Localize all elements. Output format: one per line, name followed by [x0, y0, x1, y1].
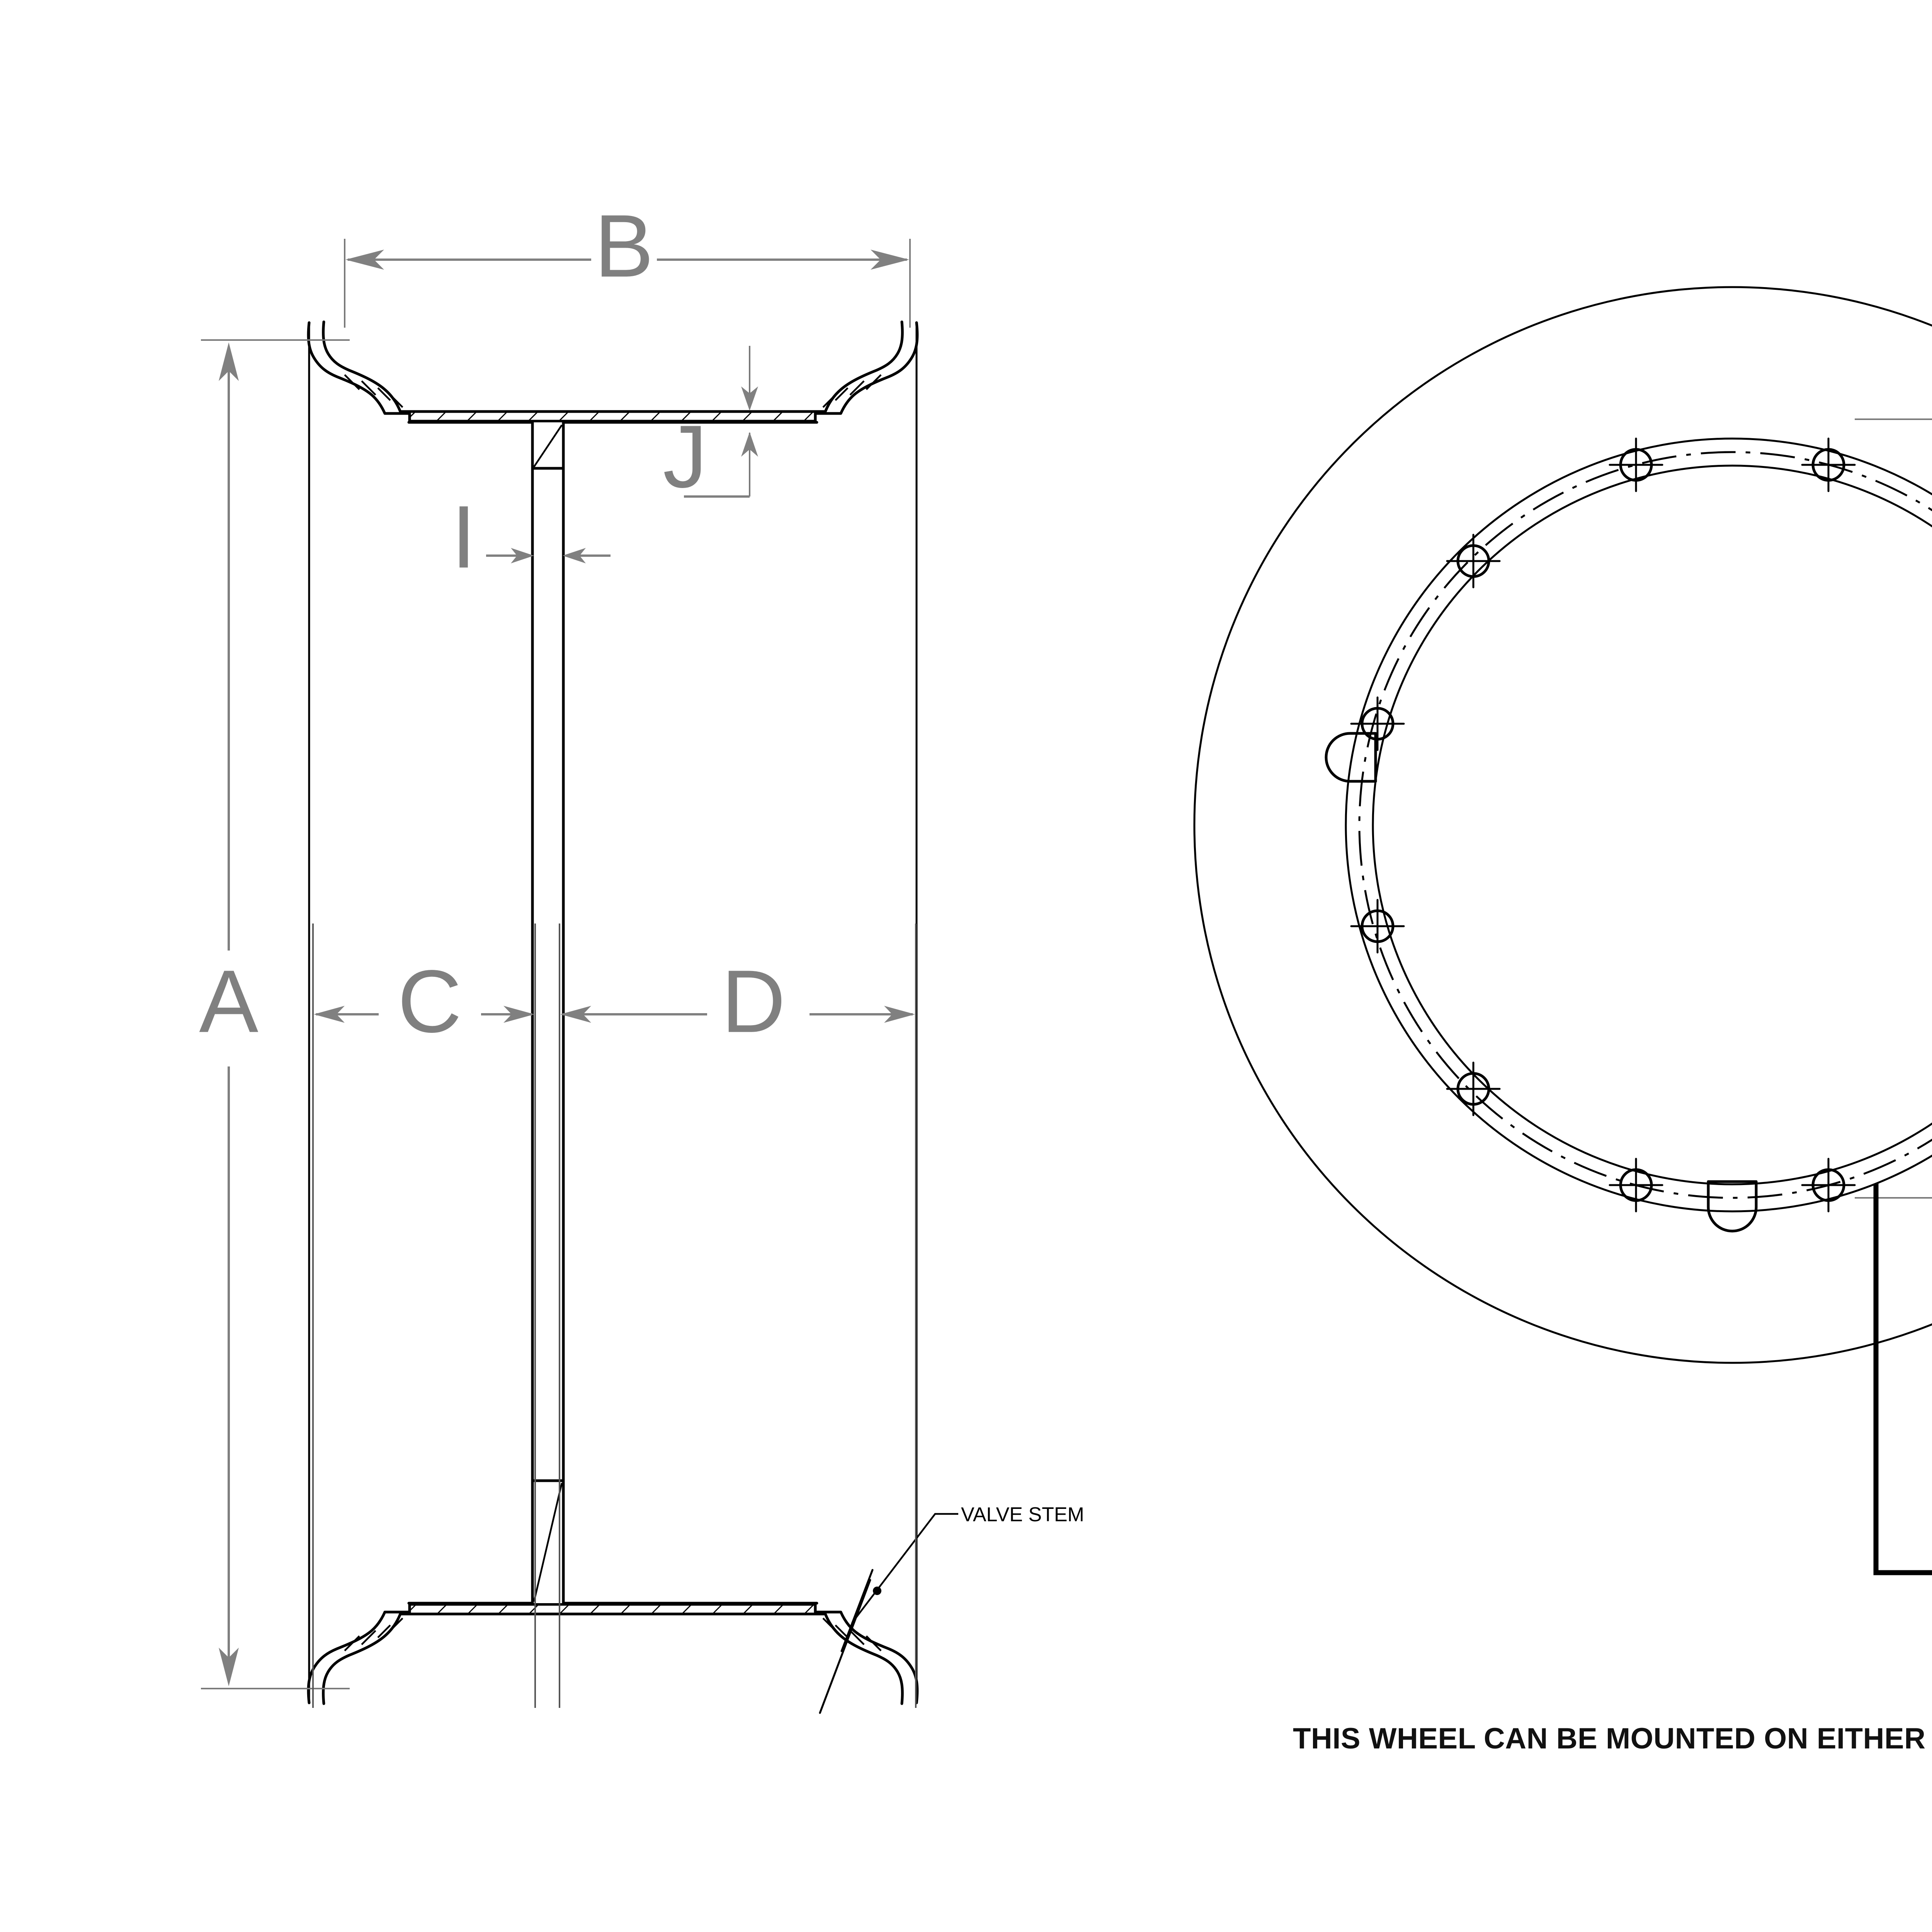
notch-bottom — [1707, 1180, 1758, 1233]
bottom-rim-flange — [307, 1602, 919, 1705]
arrow-d-left — [560, 1006, 591, 1023]
bolt-hole — [1609, 1158, 1663, 1213]
dimension-label-j: J — [663, 407, 707, 506]
dimension-label-b: B — [594, 196, 653, 296]
notch-left — [1325, 732, 1377, 783]
bolt-hole — [1350, 696, 1405, 751]
arrow-b-right — [871, 250, 909, 270]
face-view: E F THIS WHEEL CAN BE MOUNTED ON EITHER … — [1193, 286, 1932, 1755]
section-arrow-to-detail-g — [1873, 1184, 1932, 1575]
dimension-j: J — [663, 346, 758, 506]
dimension-d: D — [559, 923, 917, 1708]
dimension-a: A — [199, 339, 350, 1689]
bolt-hole — [1801, 1158, 1856, 1213]
bore-notches — [1325, 732, 1758, 1233]
bolt-circle — [1358, 451, 1932, 1199]
wheel-outer-circle — [1193, 286, 1932, 1364]
bolt-hole — [1801, 437, 1856, 492]
arrow-j-bottom — [741, 432, 758, 457]
arrow-i-left-in — [563, 548, 586, 563]
dimension-i: I — [451, 487, 611, 587]
disc-opening-inner-circle — [1372, 464, 1932, 1185]
arrow-c-left — [314, 1006, 345, 1023]
valve-stem-leader-dot — [873, 1587, 881, 1595]
arrow-a-bottom — [219, 1648, 239, 1686]
arrow-b-left — [345, 250, 384, 270]
arrow-d-right — [884, 1006, 915, 1023]
top-rim-hatch — [407, 410, 818, 424]
arrow-i-right-in — [511, 548, 534, 563]
bottom-rim-hatch — [407, 1602, 818, 1616]
dimension-label-i: I — [451, 487, 476, 587]
arrow-a-top — [219, 342, 239, 381]
bolt-holes — [1350, 437, 1856, 1213]
top-rim-shoulder-hatch — [344, 374, 882, 408]
bolt-hole — [1350, 899, 1405, 954]
dimension-b: B — [344, 196, 911, 328]
bolt-hole — [1609, 437, 1663, 492]
top-rim-flange — [307, 320, 919, 424]
disc-opening-outer-circle — [1345, 437, 1932, 1213]
bottom-rim-shoulder-hatch — [344, 1617, 882, 1651]
dimension-label-c: C — [398, 952, 462, 1051]
valve-stem-annotation: VALVE STEM — [819, 1503, 1084, 1714]
bolt-hole — [1446, 1061, 1501, 1116]
valve-stem-label: VALVE STEM — [961, 1503, 1084, 1526]
disc-web — [531, 421, 565, 1605]
section-view: VALVE STEM A B — [199, 196, 1084, 1714]
dimension-label-d: D — [721, 952, 786, 1051]
dimension-label-a: A — [199, 952, 258, 1051]
arrow-j-top — [741, 386, 758, 411]
mounting-note: THIS WHEEL CAN BE MOUNTED ON EITHER SIDE — [1293, 1722, 1932, 1755]
arrow-c-right — [503, 1006, 534, 1023]
dimension-c: C — [312, 923, 536, 1708]
bolt-hole — [1446, 534, 1501, 588]
